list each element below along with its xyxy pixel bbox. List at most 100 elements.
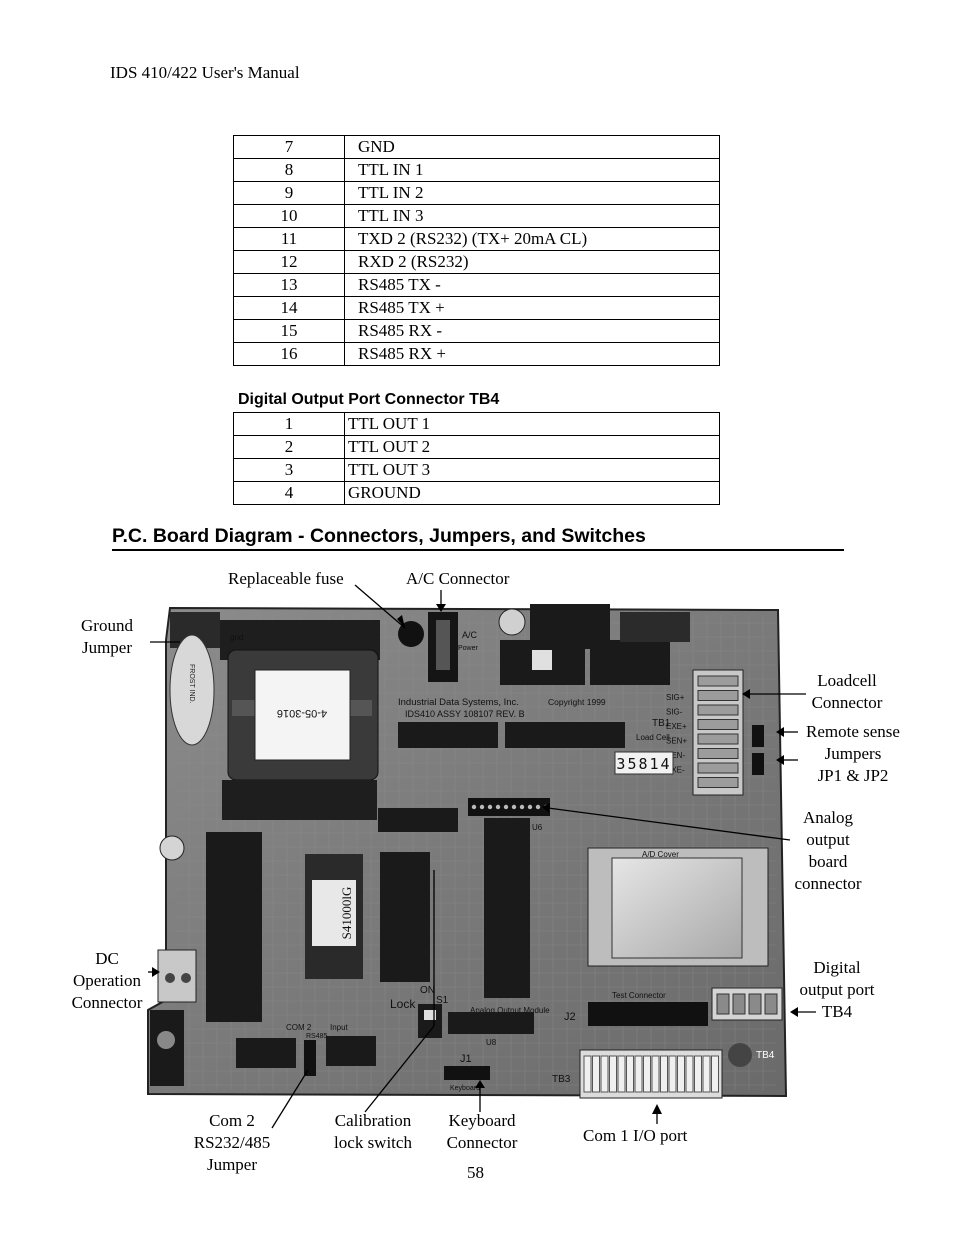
keyboard-connector: J1 Keyboard (444, 1053, 490, 1092)
svg-text:FROST IND.: FROST IND. (188, 664, 195, 704)
tb3-terminal-pin (617, 1055, 626, 1093)
remote-sense-jumpers (752, 725, 764, 775)
remote-sense-callout: Remote sense Jumpers JP1 & JP2 (806, 722, 900, 785)
pin-table-signal: RS485 TX + (344, 296, 720, 320)
analog-header-pin (495, 804, 501, 810)
tb3-terminal-pin (702, 1055, 711, 1093)
pin-table-pin-number: 16 (233, 342, 345, 366)
tb4-table-signal: TTL OUT 2 (344, 435, 720, 459)
com1-callout: Com 1 I/O port (583, 1126, 688, 1145)
u6-pcb-label: U6 (532, 823, 543, 832)
tb3-terminal-pin (643, 1055, 651, 1093)
tb3-terminal-pin (626, 1055, 634, 1093)
u8-chip (448, 1012, 534, 1034)
tb1-pin-label: SIG+ (666, 693, 685, 702)
keyboard-callout: Keyboard Connector (446, 1111, 518, 1152)
tb3-terminal-pin (651, 1055, 660, 1093)
tb4-table-caption: Digital Output Port Connector TB4 (238, 391, 500, 408)
copyright-silkscreen: Copyright 1999 (548, 697, 606, 707)
tb1-terminal-pin (697, 719, 739, 730)
capacitor (498, 608, 526, 636)
analog-output-callout: Analog output board connector (794, 808, 862, 893)
tb1-terminal-pin (697, 748, 739, 759)
test-connector: Test Connector (588, 991, 708, 1026)
tb3-terminal-pin (711, 1055, 719, 1093)
analog-header-pin (471, 804, 477, 810)
tb4-terminal-pin (764, 993, 778, 1015)
main-chips: S41000lG (206, 808, 530, 1022)
tb1-pin-label: SEN+ (666, 737, 687, 746)
tb1-terminal-pin (697, 704, 739, 716)
tb4-terminal-pin (748, 993, 762, 1015)
pin-table-pin-number: 15 (233, 319, 345, 343)
ground-jumper-callout: Ground Jumper (81, 616, 133, 657)
ac-connector-callout: A/C Connector (406, 569, 510, 588)
section-heading: P.C. Board Diagram - Connectors, Jumpers… (112, 525, 646, 547)
pin-table-pin-number: 9 (233, 181, 345, 205)
analog-header-pin (511, 804, 517, 810)
tb3-terminal-pin (600, 1055, 609, 1093)
calibration-lock-switch: Lock ON S1 (390, 985, 449, 1038)
tb4-table-signal: GROUND (344, 481, 720, 505)
tb1-terminal-pin (697, 762, 739, 774)
u8-pcb-label: U8 (486, 1038, 497, 1047)
on-pcb-label: ON (420, 985, 435, 996)
calibration-callout: Calibration lock switch (334, 1111, 412, 1152)
tb3-pcb-label: TB3 (552, 1074, 571, 1085)
company-silkscreen: Industrial Data Systems, Inc. (398, 697, 519, 708)
pin-table-pin-number: 7 (233, 135, 345, 159)
analog-header-pin (479, 804, 485, 810)
tb1-terminal-pin (697, 690, 739, 701)
tb4-table-pin-number: 4 (233, 481, 345, 505)
tb4-pcb-label: TB4 (756, 1050, 775, 1061)
com2-area: COM 2 RS485 Input (236, 1023, 376, 1076)
tb1-terminal-pin (697, 777, 739, 788)
rs485-pcb-label: RS485 (306, 1033, 328, 1040)
dc-operation-connector (150, 835, 197, 1086)
pin-table-pin-number: 11 (233, 227, 345, 251)
transformer: 4-05-3016 (220, 620, 380, 820)
j1-pcb-label: J1 (460, 1053, 472, 1065)
ac-power-connector: A/C Power gnd (230, 612, 479, 682)
tb3-terminal-pin (634, 1055, 643, 1093)
ac-pcb-label: A/C (462, 630, 478, 640)
chip-row-upper (398, 722, 625, 748)
com2-callout: Com 2 RS232/485 Jumper (193, 1111, 271, 1174)
test-connector-pcb-label: Test Connector (612, 991, 666, 1000)
tb3-terminal-pin (694, 1055, 702, 1093)
tb3-terminal-pin (660, 1055, 668, 1093)
page-number: 58 (467, 1163, 484, 1182)
analog-header-pin (519, 804, 525, 810)
tb4-terminal: TB4 (711, 987, 783, 1067)
pin-table-signal: TTL IN 3 (344, 204, 720, 228)
tb3-terminal-pin (668, 1055, 677, 1093)
tb3-terminal-pin (592, 1055, 600, 1093)
pin-table-signal: TTL IN 2 (344, 181, 720, 205)
analog-header-pin (527, 804, 533, 810)
pin-table-signal: GND (344, 135, 720, 159)
tb1-pin-label: EXE- (666, 766, 685, 775)
tb1-pcb-label: TB1 (652, 718, 671, 729)
digital-output-callout: Digital output port TB4 (799, 958, 875, 1021)
power-pcb-label: Power (458, 645, 479, 652)
tb4-terminal-pin (716, 993, 730, 1015)
keyboard-pcb-label: Keyboard (450, 1085, 480, 1092)
lock-pcb-label: Lock (390, 997, 416, 1011)
tb1-terminal-pin (697, 733, 739, 745)
serial-number: 35814 (616, 755, 671, 773)
load-cell-pcb-label: Load Cell (636, 733, 670, 742)
tb3-terminal-pin (583, 1055, 592, 1093)
analog-header-pin (503, 804, 509, 810)
running-header: IDS 410/422 User's Manual (110, 63, 300, 82)
eprom-label: S41000lG (339, 887, 354, 940)
com1-terminal: TB3 (552, 1049, 723, 1099)
